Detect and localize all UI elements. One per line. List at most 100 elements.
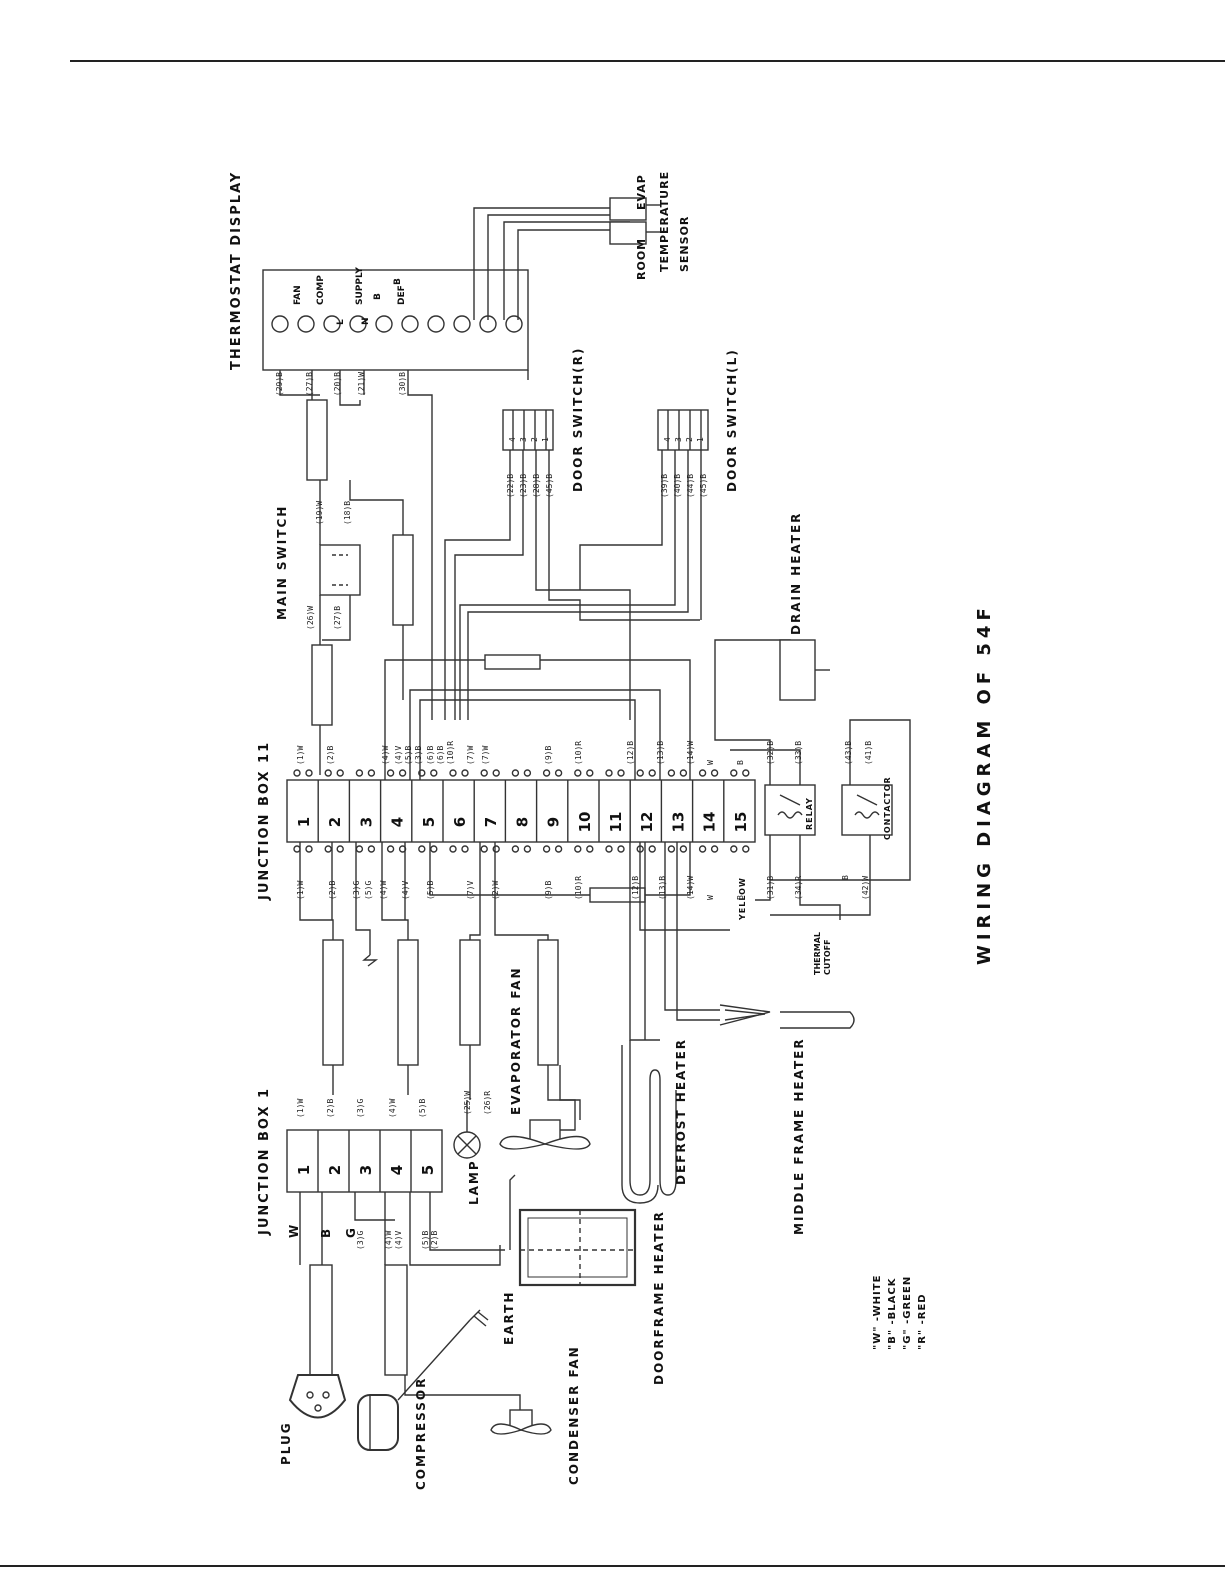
compressor bbox=[357, 1394, 399, 1451]
thermostat-terminal bbox=[349, 315, 367, 333]
wire-label: (3)G bbox=[356, 1099, 365, 1118]
wire-label: (6)B bbox=[436, 746, 445, 765]
wire-label: (19)W bbox=[315, 501, 324, 525]
wire-label: (7)W bbox=[481, 746, 490, 765]
junction-box-1-terminal: 5 bbox=[419, 1165, 437, 1175]
junction-box-1-terminal: 2 bbox=[326, 1165, 344, 1175]
wire-label: (34)R bbox=[794, 876, 803, 900]
wire-label: (45)B bbox=[699, 474, 708, 498]
thermostat-pin-label: N bbox=[361, 317, 371, 325]
junction-box-1-terminal: 1 bbox=[295, 1165, 313, 1175]
wire-label: (4)W bbox=[388, 1099, 397, 1118]
room-sensor-probe bbox=[609, 221, 647, 245]
legend-entry: "G" -GREEN bbox=[902, 1276, 913, 1350]
wire-color-letter: W bbox=[287, 1225, 301, 1238]
middle-frame-heater-label: MIDDLE FRAME HEATER bbox=[792, 1037, 806, 1235]
wire-label: (2)B bbox=[326, 1099, 335, 1118]
wire-label: (40)B bbox=[673, 474, 682, 498]
thermostat-terminal bbox=[323, 315, 341, 333]
junction-box-11-terminal: 11 bbox=[607, 812, 625, 833]
door-switch-pin: 3 bbox=[519, 437, 528, 442]
wire-label: (18)B bbox=[343, 501, 352, 525]
wire-color-letter: G bbox=[344, 1228, 358, 1238]
wire-color-letter: B bbox=[319, 1229, 333, 1238]
room-label: ROOM bbox=[635, 238, 648, 280]
wire-label: (25)W bbox=[463, 1091, 472, 1115]
thermostat-display bbox=[262, 197, 660, 720]
junction-box-1-terminal: 4 bbox=[388, 1165, 406, 1175]
junction-box-11-terminal: 15 bbox=[732, 812, 750, 833]
thermostat-pin-label: COMP bbox=[316, 275, 326, 305]
wire-label: (28)B bbox=[532, 474, 541, 498]
evaporator-fan bbox=[499, 1065, 591, 1150]
junction-box-11-terminal: 3 bbox=[357, 817, 375, 827]
junction-box-11-terminal: 2 bbox=[326, 817, 344, 827]
wire-label: (4)W bbox=[379, 881, 388, 900]
wire-label: (13)B bbox=[656, 741, 665, 765]
wire-label: (2)B bbox=[430, 1231, 439, 1250]
wire-label: (5)B bbox=[421, 1231, 430, 1250]
plug bbox=[288, 1374, 347, 1419]
wire-label: (10)R bbox=[574, 741, 583, 765]
thermostat-terminal bbox=[297, 315, 315, 333]
wire-label: (1)W bbox=[296, 881, 305, 900]
harness bbox=[299, 842, 720, 1120]
wire-label: W bbox=[706, 760, 715, 765]
main-switch bbox=[306, 399, 414, 775]
legend-entry: "B" -BLACK bbox=[887, 1277, 898, 1350]
wire-label: (45)B bbox=[545, 474, 554, 498]
wire-label: (13)B bbox=[658, 876, 667, 900]
thermostat-pin-label: SUPPLY bbox=[355, 267, 365, 305]
wire-label: (2)B bbox=[328, 881, 337, 900]
wire-label: (14)W bbox=[686, 876, 695, 900]
plug-label: PLUG bbox=[279, 1421, 293, 1465]
wire-label: (22)B bbox=[506, 474, 515, 498]
thermostat-pin-label: B bbox=[393, 278, 403, 285]
lamp-label: LAMP bbox=[467, 1159, 481, 1205]
wire-label: (26)R bbox=[483, 1091, 492, 1115]
wire-label: (23)B bbox=[519, 474, 528, 498]
wire-label: (6)B bbox=[426, 746, 435, 765]
thermostat-terminal bbox=[505, 315, 523, 333]
condenser-fan-label: CONDENSER FAN bbox=[567, 1345, 581, 1485]
wire-label: (42)W bbox=[861, 876, 870, 900]
wire-label: (10)R bbox=[446, 741, 455, 765]
wire-label: (9)B bbox=[544, 746, 553, 765]
wire-label: (4)V bbox=[401, 881, 410, 900]
junction-box-11-terminal: 7 bbox=[482, 817, 500, 827]
relay-label: RELAY bbox=[805, 797, 814, 830]
wire-label: (3)B bbox=[414, 746, 423, 765]
door-switch-pin: 1 bbox=[541, 437, 550, 442]
wire-label: (41)B bbox=[864, 741, 873, 765]
defrost-heater bbox=[621, 1040, 677, 1204]
middle-frame-heater bbox=[719, 1004, 855, 1029]
wire-label: (5)G bbox=[364, 881, 373, 900]
earth-label: EARTH bbox=[502, 1291, 516, 1345]
thermal-cutoff-label: THERMAL bbox=[813, 932, 822, 975]
wire-label: (27)B bbox=[333, 606, 342, 630]
wire-label: (26)W bbox=[306, 606, 315, 630]
junction-box-11-terminal: 5 bbox=[420, 817, 438, 827]
earth-symbol bbox=[397, 1309, 489, 1401]
thermostat-terminal bbox=[453, 315, 471, 333]
relay-box bbox=[764, 784, 816, 836]
wire-label: (14)W bbox=[686, 741, 695, 765]
wire-label: (10)R bbox=[574, 876, 583, 900]
junction-box-11-label: JUNCTION BOX 11 bbox=[257, 741, 272, 901]
thermostat-pin-label: L bbox=[336, 319, 346, 325]
diagram-title: WIRING DIAGRAM OF 54F bbox=[974, 603, 995, 965]
doorframe-heater-label: DOORFRAME HEATER bbox=[652, 1210, 666, 1385]
wire-label: (1)W bbox=[296, 746, 305, 765]
wire-label: (27)B bbox=[305, 372, 314, 396]
sensor-label: SENSOR bbox=[678, 216, 691, 272]
wire-label: (4)W bbox=[381, 746, 390, 765]
wire-label: (29)B bbox=[275, 372, 284, 396]
wire-label: (4)V bbox=[394, 1231, 403, 1250]
door-switch-pin: 2 bbox=[530, 437, 539, 442]
thermostat-pin-label: DEF bbox=[397, 285, 407, 305]
junction-box-11-terminal: 4 bbox=[389, 817, 407, 827]
junction-box-1 bbox=[286, 1129, 505, 1376]
compressor-label: COMPRESSOR bbox=[414, 1377, 428, 1490]
door-switch-pin: 4 bbox=[508, 437, 517, 442]
